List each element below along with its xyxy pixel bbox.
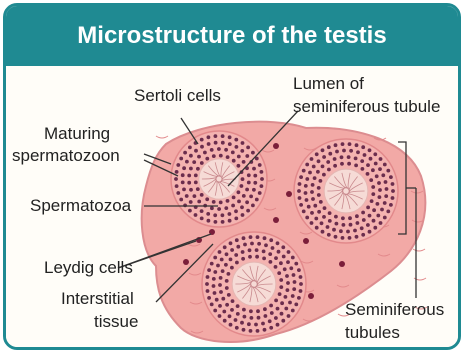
label-tubules-line1: Seminiferous [345,300,444,319]
diagram-area: Sertoli cells Lumen of seminiferous tubu… [6,66,458,350]
label-maturing-line1: Maturing [44,124,110,143]
info-card: Microstructure of the testis [3,3,461,350]
label-maturing-line2: spermatozoon [12,146,120,165]
label-interstitial-line2: tissue [94,312,138,331]
label-tubules-line2: tubules [345,323,400,342]
label-sertoli-cells: Sertoli cells [134,86,221,105]
label-lumen-line2: seminiferous tubule [293,97,440,116]
tubule-upper-left [171,131,267,227]
tubule-bottom [202,232,306,336]
page-title: Microstructure of the testis [6,6,458,66]
label-spermatozoa: Spermatozoa [30,196,131,215]
label-interstitial-line1: Interstitial [61,289,134,308]
label-leydig-cells: Leydig cells [44,258,133,277]
tubule-right [294,139,398,243]
label-lumen-line1: Lumen of [293,74,364,93]
